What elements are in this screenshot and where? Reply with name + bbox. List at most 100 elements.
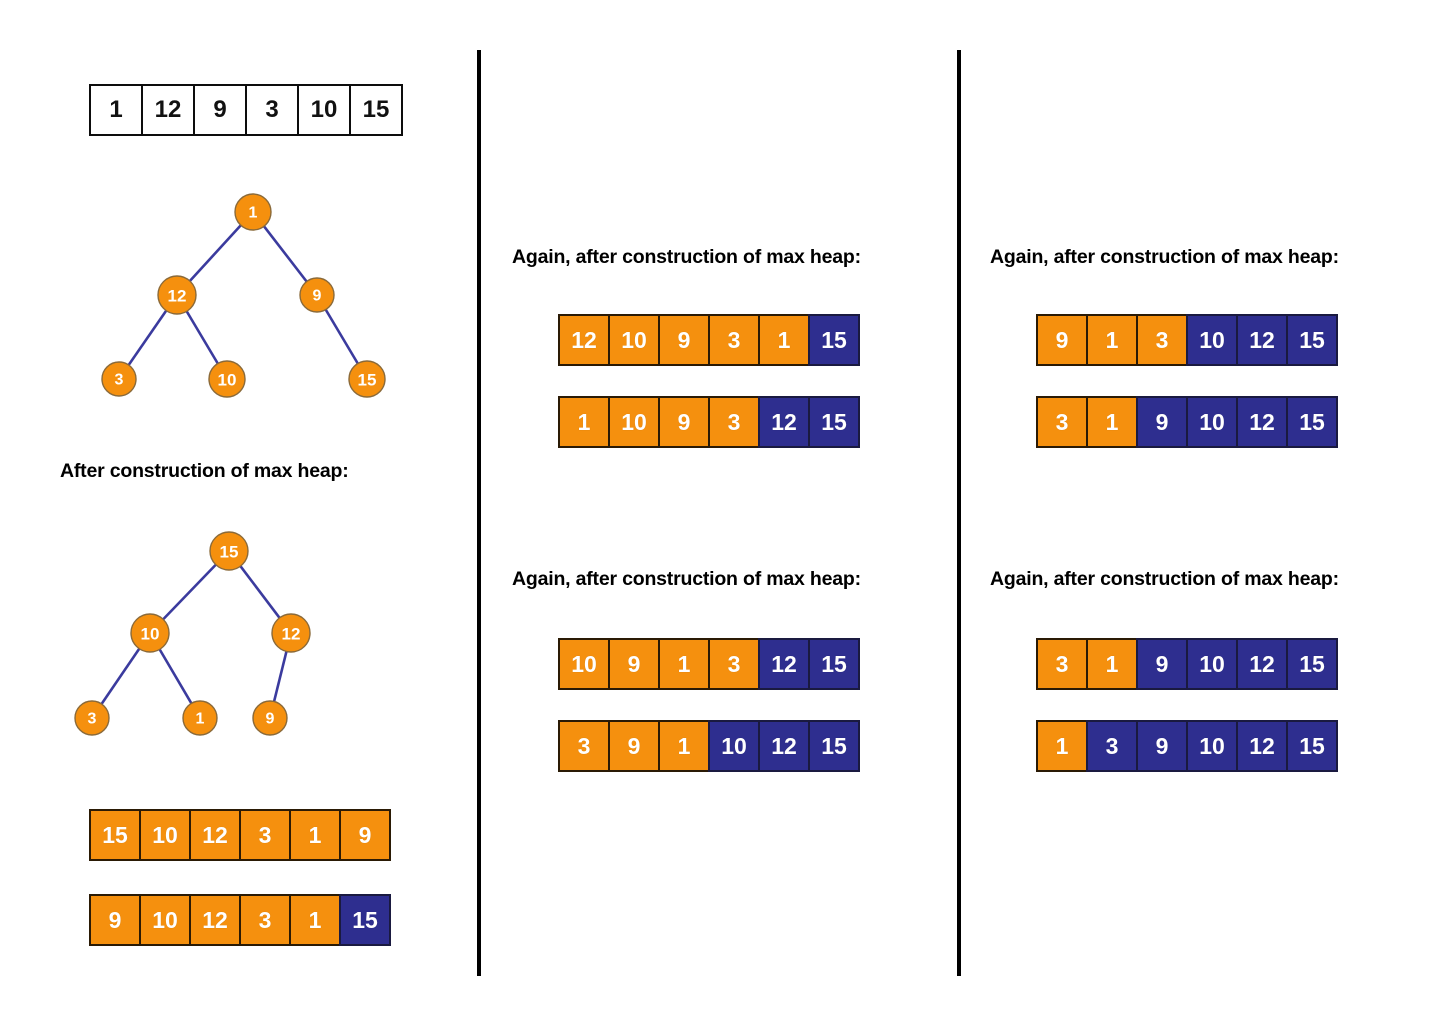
tree-node-label: 1 [196,711,205,728]
array-cell: 10 [139,809,191,861]
tree-node: 3 [101,361,137,397]
tree-node-label: 12 [168,287,187,306]
array-cell: 10 [1186,638,1238,690]
array-cell: 9 [658,396,710,448]
array-cell: 10 [708,720,760,772]
tree-node-label: 10 [141,625,160,644]
heading-mid-top: Again, after construction of max heap: [512,246,861,268]
array-cell: 9 [608,638,660,690]
tree-edge [160,562,219,622]
tree-node-circle [299,277,335,313]
tree-node: 12 [157,275,197,315]
tree-edge [238,563,282,621]
array-cell: 9 [1136,720,1188,772]
column-divider-left [477,50,481,976]
array-cell: 10 [297,84,351,136]
array-cell: 1 [658,720,710,772]
tree-node-label: 12 [282,625,301,644]
tree-node-circle [157,275,197,315]
tree-node-circle [130,613,170,653]
tree-node-label: 1 [249,205,258,222]
array-cell: 15 [808,720,860,772]
array-cell: 15 [1286,638,1338,690]
array-cell: 1 [289,894,341,946]
array-cell: 3 [708,396,760,448]
array-cell: 10 [1186,314,1238,366]
column-divider-right [957,50,961,976]
tree-node: 15 [209,531,249,571]
tree-edge [187,222,244,284]
array-cell: 9 [1136,396,1188,448]
array-cell: 15 [349,84,403,136]
array-cell: 1 [1036,720,1088,772]
array-cell: 12 [758,720,810,772]
array-cell: 10 [139,894,191,946]
array-cell: 12 [189,894,241,946]
tree-node-label: 3 [88,711,97,728]
array-cell: 3 [1036,638,1088,690]
tree-edge [99,646,142,707]
array-cell: 3 [245,84,299,136]
tree-node: 15 [348,360,386,398]
array-cell: 1 [658,638,710,690]
array-cell: 15 [1286,396,1338,448]
array-cell: 1 [89,84,143,136]
array-cell: 1 [1086,314,1138,366]
array-cell: 1 [289,809,341,861]
heading-right-bottom: Again, after construction of max heap: [990,568,1339,590]
array-cell: 12 [1236,638,1288,690]
tree-node-circle [209,531,249,571]
tree-edge [261,223,309,284]
tree-edge [157,646,194,706]
tree-node: 1 [182,700,218,736]
array-cell: 15 [89,809,141,861]
tree-node-circle [101,361,137,397]
heading-after-construction: After construction of max heap: [60,460,349,482]
array-cell: 1 [1086,638,1138,690]
tree-node-circle [271,613,311,653]
heading-right-top: Again, after construction of max heap: [990,246,1339,268]
tree-node: 3 [74,700,110,736]
tree-node-label: 9 [313,288,322,305]
array-cell: 3 [558,720,610,772]
array-cell: 10 [558,638,610,690]
array-cell: 9 [1136,638,1188,690]
tree-node: 10 [130,613,170,653]
array-cell: 3 [239,809,291,861]
tree-node-circle [348,360,386,398]
array-cell: 1 [758,314,810,366]
tree-node-label: 9 [266,711,275,728]
array-cell: 3 [239,894,291,946]
array-cell: 10 [608,396,660,448]
array-cell: 15 [808,396,860,448]
array-cell: 15 [808,314,860,366]
array-cell: 9 [339,809,391,861]
array-cell: 12 [758,638,810,690]
tree-node-circle [208,360,246,398]
array-cell: 12 [758,396,810,448]
array-cell: 9 [1036,314,1088,366]
array-cell: 15 [1286,720,1338,772]
array-cell: 12 [558,314,610,366]
tree-node-label: 3 [115,372,124,389]
array-cell: 10 [1186,720,1238,772]
tree-node-circle [234,193,272,231]
array-cell: 9 [608,720,660,772]
tree-node: 12 [271,613,311,653]
tree-node: 9 [299,277,335,313]
tree-node-circle [74,700,110,736]
array-cell: 15 [339,894,391,946]
tree-node-label: 10 [218,371,237,390]
